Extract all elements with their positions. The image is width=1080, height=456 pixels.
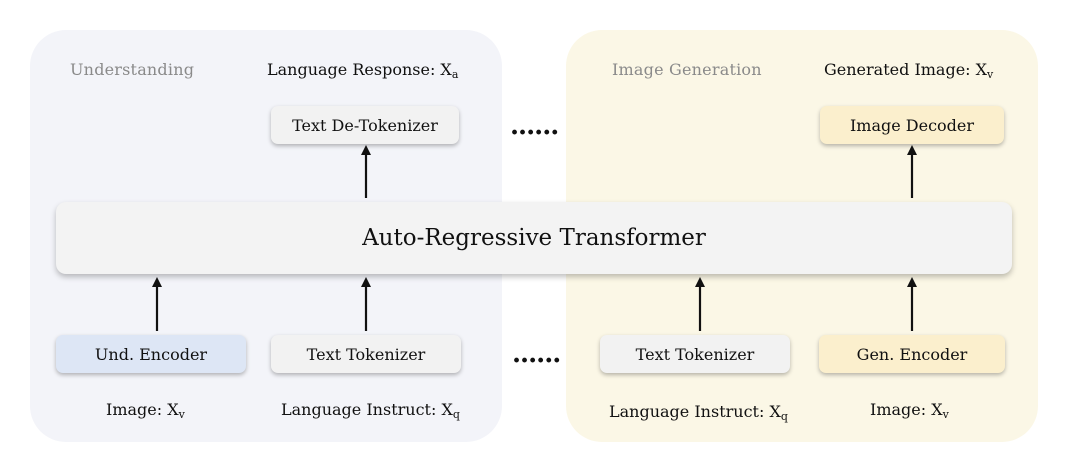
text-detokenizer-box: Text De-Tokenizer: [271, 106, 459, 144]
language-instruct-symbol-left: X: [441, 400, 453, 419]
image-input-caption-left: Image: Xv: [106, 400, 185, 421]
language-instruct-symbol-right: X: [769, 402, 781, 421]
language-response-label: Language Response:: [267, 60, 441, 79]
generated-image-caption: Generated Image: Xv: [824, 60, 993, 81]
language-response-caption: Language Response: Xa: [267, 60, 458, 81]
language-instruct-caption-left: Language Instruct: Xq: [281, 400, 460, 421]
image-input-label-right: Image:: [870, 400, 932, 419]
understanding-title: Understanding: [70, 60, 195, 79]
image-input-symbol-left: X: [167, 400, 179, 419]
ellipsis-bottom: ......: [512, 339, 561, 369]
generated-image-label: Generated Image:: [824, 60, 976, 79]
language-response-subscript: a: [451, 68, 459, 81]
text-tokenizer-box-left: Text Tokenizer: [271, 335, 461, 373]
image-input-symbol-right: X: [931, 400, 943, 419]
und-encoder-box: Und. Encoder: [56, 335, 246, 373]
generated-image-symbol: X: [975, 60, 988, 79]
auto-regressive-transformer: Auto-Regressive Transformer: [56, 202, 1012, 274]
ellipsis-top: ......: [510, 111, 559, 141]
language-instruct-caption-right: Language Instruct: Xq: [609, 402, 788, 423]
gen-encoder-box: Gen. Encoder: [819, 335, 1005, 373]
language-instruct-label-left: Language Instruct:: [281, 400, 442, 419]
language-instruct-subscript-right: q: [780, 410, 788, 423]
language-instruct-subscript-left: q: [452, 408, 460, 421]
language-instruct-label-right: Language Instruct:: [609, 402, 770, 421]
language-response-symbol: X: [440, 60, 452, 79]
image-input-subscript-right: v: [942, 408, 949, 421]
image-generation-title: Image Generation: [612, 60, 762, 79]
text-tokenizer-box-right: Text Tokenizer: [600, 335, 790, 373]
image-input-caption-right: Image: Xv: [870, 400, 949, 421]
generated-image-subscript: v: [987, 68, 994, 81]
image-input-label-left: Image:: [106, 400, 168, 419]
image-decoder-box: Image Decoder: [820, 106, 1004, 144]
image-input-subscript-left: v: [178, 408, 185, 421]
